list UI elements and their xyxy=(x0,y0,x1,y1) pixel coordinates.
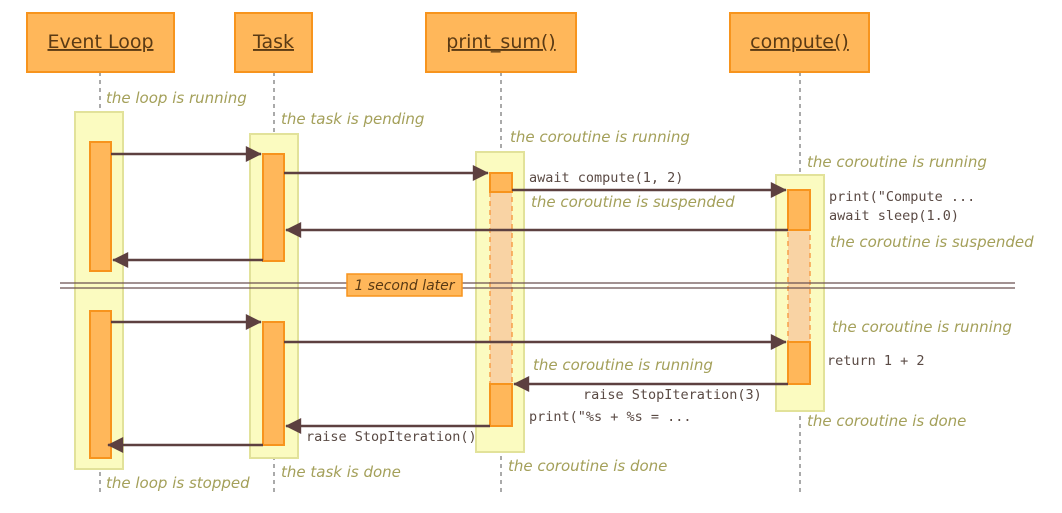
note-print-sum-suspended: the coroutine is suspended xyxy=(531,193,735,211)
event-loop-title: Event Loop xyxy=(47,31,153,53)
print-sum-activation-1 xyxy=(489,172,513,193)
note-loop-running: the loop is running xyxy=(106,89,247,107)
label-await-sleep: await sleep(1.0) xyxy=(829,208,959,224)
messages xyxy=(107,146,788,453)
lifeline-headers: Event Loop Task print_sum() compute() xyxy=(26,12,870,73)
task-title: Task xyxy=(252,31,294,53)
note-compute-running-1: the coroutine is running xyxy=(807,153,987,171)
label-return-sum: return 1 + 2 xyxy=(827,353,925,369)
time-separator: 1 second later xyxy=(60,273,1015,297)
task-activation-2 xyxy=(262,321,285,446)
state-notes: the loop is running the task is pending … xyxy=(106,89,1034,492)
label-await-compute: await compute(1, 2) xyxy=(529,170,683,186)
print-sum-activation-2 xyxy=(489,383,513,427)
code-labels: await compute(1, 2) print("Compute ... a… xyxy=(306,170,975,445)
note-compute-suspended: the coroutine is suspended xyxy=(830,233,1034,251)
activations xyxy=(89,141,811,459)
compute-activation-2 xyxy=(787,341,811,385)
event-loop-activation-2 xyxy=(89,310,112,459)
note-compute-done: the coroutine is done xyxy=(807,412,966,430)
event-loop-header xyxy=(26,12,175,73)
note-compute-running-2: the coroutine is running xyxy=(832,318,1012,336)
label-raise-stop-iteration: raise StopIteration() xyxy=(306,429,477,445)
separator-label: 1 second later xyxy=(354,278,455,294)
compute-activation-1 xyxy=(787,189,811,231)
note-task-pending: the task is pending xyxy=(281,110,424,128)
label-raise-stop-iteration-3: raise StopIteration(3) xyxy=(583,387,762,403)
compute-title: compute() xyxy=(750,31,849,53)
label-compute-print: print("Compute ... xyxy=(829,189,975,205)
separator-label-box xyxy=(346,273,463,297)
print-sum-title: print_sum() xyxy=(446,31,555,53)
compute-header xyxy=(729,12,870,73)
note-loop-stopped: the loop is stopped xyxy=(106,474,250,492)
note-print-sum-running-2: the coroutine is running xyxy=(533,356,713,374)
label-print-result: print("%s + %s = ... xyxy=(529,409,692,425)
note-print-sum-done: the coroutine is done xyxy=(508,457,667,475)
event-loop-activation-1 xyxy=(89,141,112,272)
task-header xyxy=(234,12,313,73)
compute-suspended-region xyxy=(787,229,811,343)
task-activation-1 xyxy=(262,153,285,262)
print-sum-header xyxy=(425,12,577,73)
note-task-done: the task is done xyxy=(281,463,401,481)
note-print-sum-running-1: the coroutine is running xyxy=(510,128,690,146)
